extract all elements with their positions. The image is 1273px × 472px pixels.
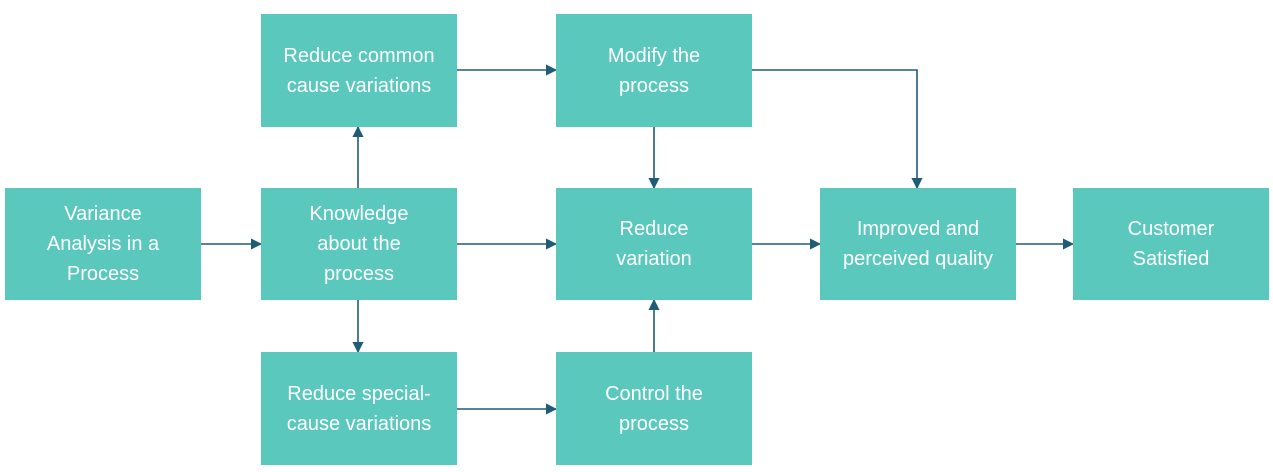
node-reduce-variation-label: Reduce variation xyxy=(616,218,692,270)
node-improved-quality-label: Improved and perceived quality xyxy=(842,218,994,270)
edge-modify-to-improved-quality xyxy=(752,69,923,190)
node-knowledge: Knowledge about the process xyxy=(261,188,457,300)
node-variance-analysis-label: Variance Analysis in a Process xyxy=(46,203,160,285)
node-improved-quality: Improved and perceived quality xyxy=(820,188,1016,300)
node-control-label: Control the process xyxy=(605,382,703,435)
node-variance-analysis: Variance Analysis in a Process xyxy=(5,188,201,300)
node-modify-label: Modify the process xyxy=(607,44,701,97)
node-modify: Modify the process xyxy=(556,14,752,127)
node-customer-satisfied-label: Customer Satisfied xyxy=(1127,218,1215,270)
node-customer-satisfied: Customer Satisfied xyxy=(1073,188,1269,300)
node-reduce-special: Reduce special-cause variations xyxy=(261,352,457,465)
node-control: Control the process xyxy=(556,352,752,465)
node-reduce-special-label: Reduce special-cause variations xyxy=(286,382,432,435)
node-reduce-common: Reduce common cause variations xyxy=(261,14,457,127)
node-reduce-common-label: Reduce common cause variations xyxy=(283,44,435,97)
node-reduce-variation: Reduce variation xyxy=(556,188,752,300)
node-knowledge-label: Knowledge about the process xyxy=(309,203,409,285)
